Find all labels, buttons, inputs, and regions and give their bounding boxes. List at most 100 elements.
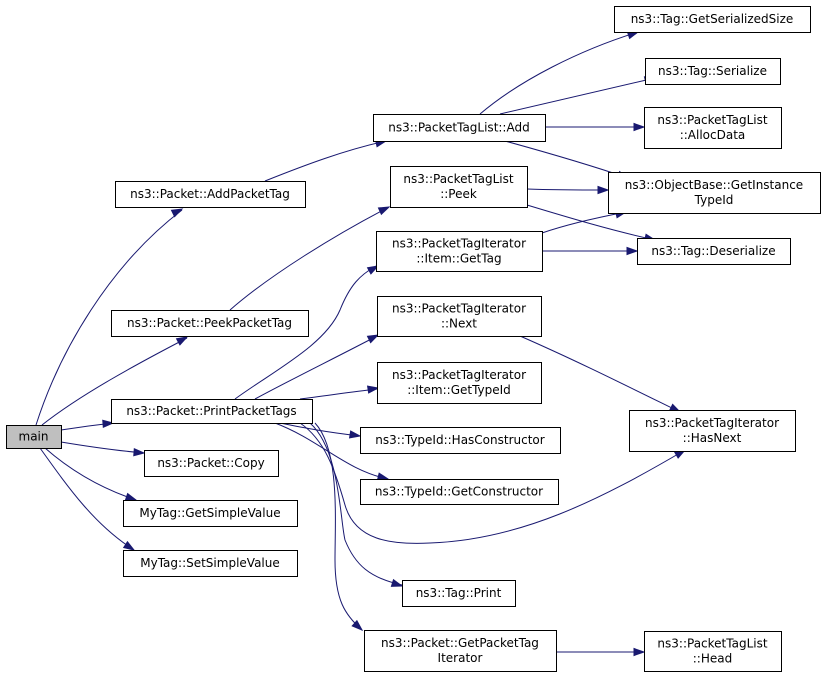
edge-line bbox=[44, 447, 137, 501]
node-box[interactable] bbox=[629, 410, 796, 452]
edge-arrowhead bbox=[597, 185, 610, 195]
node-label: ns3::Tag::Print bbox=[416, 586, 502, 600]
edge-main-to-copy bbox=[60, 441, 146, 457]
node-box[interactable] bbox=[637, 238, 791, 265]
node-label: ns3::PacketTagIterator bbox=[392, 237, 526, 251]
node-box[interactable] bbox=[364, 630, 557, 672]
node-allocData[interactable]: ns3::PacketTagList::AllocData bbox=[644, 107, 782, 149]
node-ptlPeek[interactable]: ns3::PacketTagList::Peek bbox=[390, 166, 528, 208]
edge-line bbox=[479, 31, 639, 115]
edge-line bbox=[229, 206, 390, 311]
node-label: ::HasNext bbox=[683, 431, 742, 445]
node-label: ::Item::GetTag bbox=[416, 252, 501, 266]
node-box[interactable] bbox=[360, 479, 559, 505]
edge-line bbox=[309, 422, 403, 586]
edge-main-to-peekPacketTag bbox=[41, 336, 189, 426]
node-label: ns3::Tag::Deserialize bbox=[651, 244, 775, 258]
node-tagDeserialize[interactable]: ns3::Tag::Deserialize bbox=[637, 238, 791, 265]
edge-arrowhead bbox=[366, 385, 380, 394]
node-box[interactable] bbox=[123, 500, 298, 527]
node-label: ::Next bbox=[441, 317, 477, 331]
node-box[interactable] bbox=[115, 181, 306, 208]
node-getConstructor[interactable]: ns3::TypeId::GetConstructor bbox=[360, 479, 559, 505]
edge-arrowhead bbox=[175, 336, 189, 346]
node-label: ns3::Packet::PeekPacketTag bbox=[127, 316, 292, 330]
node-label: ns3::PacketTagList bbox=[403, 172, 513, 186]
node-label: ns3::Packet::Copy bbox=[157, 456, 264, 470]
node-setSimpleValue[interactable]: MyTag::SetSimpleValue bbox=[123, 550, 298, 577]
node-box[interactable] bbox=[123, 550, 298, 577]
node-box[interactable] bbox=[644, 107, 782, 149]
node-label: ns3::ObjectBase::GetInstance bbox=[625, 178, 803, 192]
edge-addPacketTag-to-ptlAdd bbox=[264, 139, 388, 182]
node-label: ::AllocData bbox=[680, 128, 746, 142]
node-box[interactable] bbox=[6, 425, 62, 449]
node-tagSerialize[interactable]: ns3::Tag::Serialize bbox=[645, 58, 781, 85]
node-copy[interactable]: ns3::Packet::Copy bbox=[144, 450, 279, 477]
node-label: ns3::TypeId::GetConstructor bbox=[375, 485, 543, 499]
node-box[interactable] bbox=[111, 399, 313, 424]
edge-arrowhead bbox=[124, 492, 138, 501]
node-box[interactable] bbox=[376, 231, 543, 272]
node-box[interactable] bbox=[614, 6, 811, 33]
node-box[interactable] bbox=[644, 631, 782, 672]
node-ptiNext[interactable]: ns3::PacketTagIterator::Next bbox=[377, 296, 542, 337]
node-label: ns3::PacketTagList::Add bbox=[388, 121, 529, 135]
node-ptiItemGetTypeId[interactable]: ns3::PacketTagIterator::Item::GetTypeId bbox=[377, 362, 542, 404]
node-peekPacketTag[interactable]: ns3::Packet::PeekPacketTag bbox=[111, 310, 309, 337]
node-box[interactable] bbox=[360, 427, 561, 454]
node-getSimpleValue[interactable]: MyTag::GetSimpleValue bbox=[123, 500, 298, 527]
node-addPacketTag[interactable]: ns3::Packet::AddPacketTag bbox=[115, 181, 306, 208]
edge-arrowhead bbox=[102, 419, 115, 428]
node-box[interactable] bbox=[608, 172, 821, 214]
node-box[interactable] bbox=[645, 58, 781, 85]
node-getSerializedSize[interactable]: ns3::Tag::GetSerializedSize bbox=[614, 6, 811, 33]
edge-peekPacketTag-to-ptlPeek bbox=[229, 206, 391, 311]
edge-arrowhead bbox=[626, 246, 639, 256]
edge-arrowhead bbox=[122, 540, 136, 551]
edge-arrowhead bbox=[633, 647, 646, 657]
edge-line bbox=[299, 388, 378, 400]
node-label: ns3::PacketTagIterator bbox=[392, 302, 526, 316]
edge-arrowhead bbox=[390, 578, 404, 587]
node-ptiItemGetTag[interactable]: ns3::PacketTagIterator::Item::GetTag bbox=[376, 231, 543, 272]
edge-line bbox=[519, 335, 681, 413]
node-box[interactable] bbox=[402, 580, 516, 607]
edge-line bbox=[526, 188, 609, 191]
edge-line bbox=[314, 422, 363, 631]
node-label: ns3::Tag::Serialize bbox=[658, 64, 767, 78]
node-label: MyTag::SetSimpleValue bbox=[140, 556, 280, 570]
edge-ptiItemGetTag-to-tagDeserialize bbox=[542, 246, 639, 256]
edge-arrowhead bbox=[348, 430, 362, 439]
node-box[interactable] bbox=[377, 296, 542, 337]
node-hasConstructor[interactable]: ns3::TypeId::HasConstructor bbox=[360, 427, 561, 454]
edge-line bbox=[254, 335, 378, 400]
node-box[interactable] bbox=[373, 114, 546, 142]
node-ptlAdd[interactable]: ns3::PacketTagList::Add bbox=[373, 114, 546, 142]
edge-line bbox=[41, 337, 188, 426]
node-box[interactable] bbox=[111, 310, 309, 337]
edge-printPacketTags-to-ptiItemGetTag bbox=[234, 265, 380, 400]
edge-main-to-addPacketTag bbox=[35, 208, 184, 426]
node-box[interactable] bbox=[390, 166, 528, 208]
node-printPacketTags[interactable]: ns3::Packet::PrintPacketTags bbox=[111, 399, 313, 424]
node-label: Iterator bbox=[438, 651, 483, 665]
node-label: main bbox=[19, 430, 49, 444]
edge-line bbox=[264, 140, 387, 182]
node-box[interactable] bbox=[377, 362, 542, 404]
node-box[interactable] bbox=[144, 450, 279, 477]
edge-arrowhead bbox=[366, 334, 380, 344]
node-ptlHead[interactable]: ns3::PacketTagList::Head bbox=[644, 631, 782, 672]
edge-ptlPeek-to-getInstanceTypeId bbox=[526, 185, 610, 195]
node-ptiHasNext[interactable]: ns3::PacketTagIterator::HasNext bbox=[629, 410, 796, 452]
node-main[interactable]: main bbox=[6, 425, 62, 449]
node-tagPrint[interactable]: ns3::Tag::Print bbox=[402, 580, 516, 607]
edge-printPacketTags-to-ptiItemGetTypeId bbox=[299, 385, 380, 400]
node-label: ns3::PacketTagList bbox=[657, 113, 767, 127]
edge-line bbox=[526, 204, 656, 241]
edge-line bbox=[234, 265, 377, 400]
edge-main-to-getSimpleValue bbox=[44, 447, 138, 501]
node-label: ::Peek bbox=[440, 187, 477, 201]
